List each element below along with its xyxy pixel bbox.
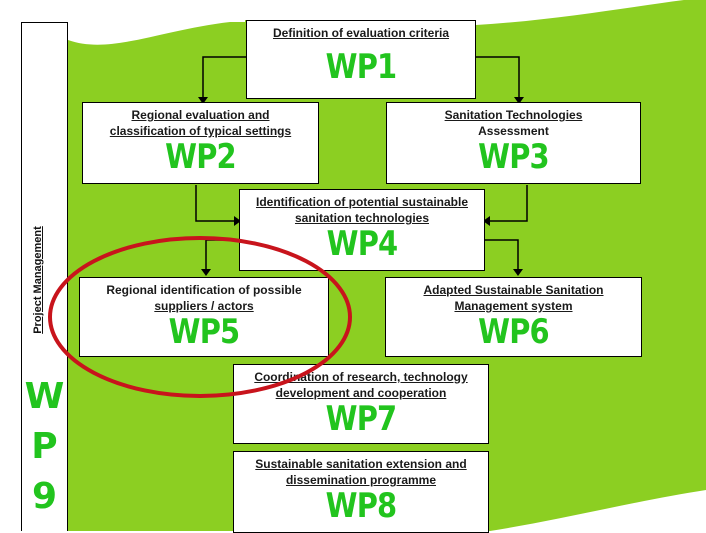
arrow-wp1-wp2 [202,56,246,101]
wp1-title-line: Definition of evaluation criteria [272,26,450,40]
wp9-code: W P 9 [22,372,67,522]
wp3-title-line-2: Assessment [478,124,549,138]
wp6-title-line-1: Adapted Sustainable Sanitation [423,283,604,297]
wp9-letter-p: P [31,426,58,467]
wp5-title: Regional identification of possible supp… [80,282,328,314]
wp2-title-line-2: classification of typical settings [109,124,292,138]
wp8-title: Sustainable sanitation extension and dis… [234,456,488,488]
wp6-code: WP6 [478,312,549,352]
wp5-box: Regional identification of possible supp… [79,277,329,357]
wp7-code: WP7 [325,399,397,439]
wp3-code: WP3 [478,137,549,177]
wp7-title-line-1: Coordination of research, technology [254,370,468,384]
wp1-box: Definition of evaluation criteria WP1 [246,20,476,99]
arrow-wp3-wp4 [485,185,528,222]
wp3-box: Sanitation Technologies Assessment WP3 [386,102,641,184]
project-management-label: Project Management [32,226,44,334]
wp6-title-line-2: Management system [454,299,573,313]
arrow-wp4-wp6 [485,239,519,273]
wp2-code: WP2 [165,137,236,177]
wp2-title-line-1: Regional evaluation and [131,108,270,122]
wp4-title: Identification of potential sustainable … [240,194,484,226]
wp1-title: Definition of evaluation criteria [247,25,475,41]
wp1-code: WP1 [325,47,397,87]
wp4-code: WP4 [326,224,398,264]
wp2-title: Regional evaluation and classification o… [83,107,318,139]
wp2-box: Regional evaluation and classification o… [82,102,319,184]
wp4-title-line-1: Identification of potential sustainable [255,195,468,209]
wp5-title-line-1: Regional identification of possible [106,283,302,297]
wp9-digit-9: 9 [31,476,58,517]
arrow-wp2-wp4 [195,185,239,222]
wp4-title-line-2: sanitation technologies [294,211,429,225]
wp7-box: Coordination of research, technology dev… [233,364,489,444]
arrow-wp1-wp3 [476,56,520,101]
wp3-title: Sanitation Technologies Assessment [387,107,640,139]
wp8-box: Sustainable sanitation extension and dis… [233,451,489,533]
wp3-title-line-1: Sanitation Technologies [444,108,583,122]
wp4-box: Identification of potential sustainable … [239,189,485,271]
wp7-title: Coordination of research, technology dev… [234,369,488,401]
wp6-title: Adapted Sustainable Sanitation Managemen… [386,282,641,314]
wp9-letter-w: W [24,376,65,417]
wp8-code: WP8 [325,486,397,526]
wp5-code: WP5 [168,312,240,352]
wp6-box: Adapted Sustainable Sanitation Managemen… [385,277,642,357]
wp8-title-line-1: Sustainable sanitation extension and [255,457,467,471]
wp8-title-line-2: dissemination programme [285,473,437,487]
